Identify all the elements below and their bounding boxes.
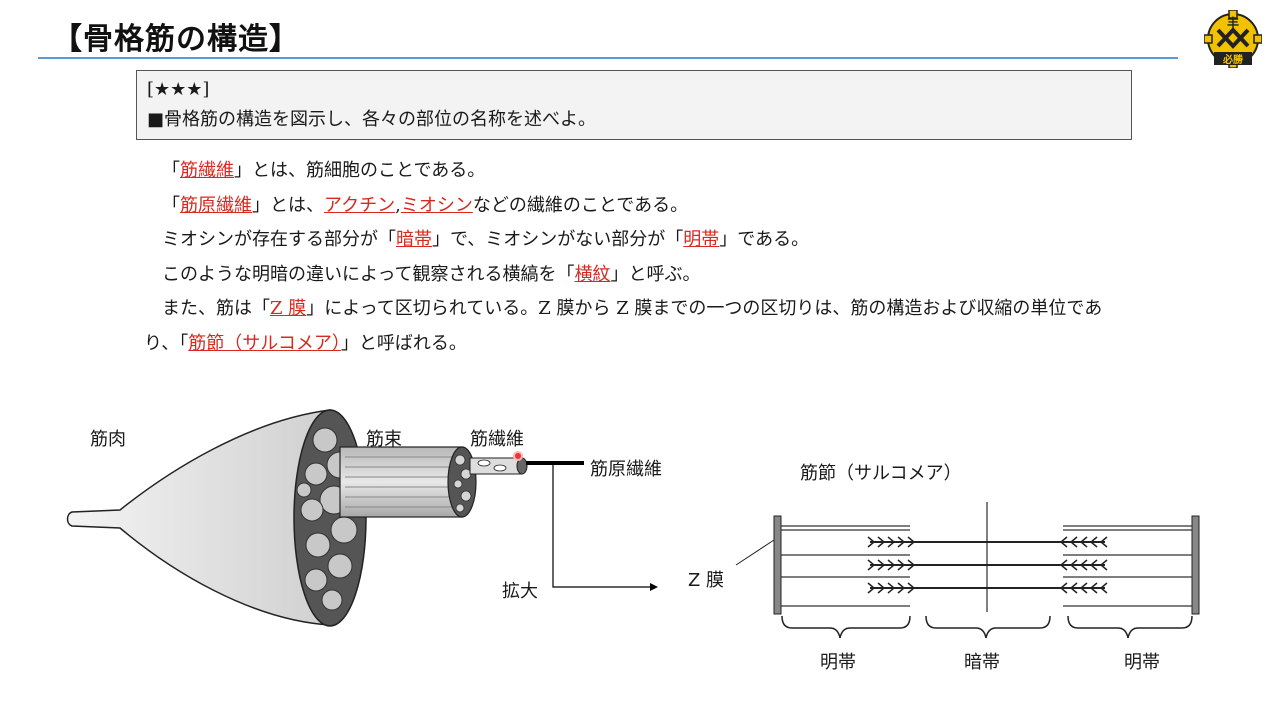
- paragraph-fiber: 「筋繊維」とは、筋細胞のことである。: [162, 160, 486, 181]
- sarcomere: [735, 502, 1200, 639]
- paragraph-zdisc: また、筋は「Z 膜」によって区切られている。Z 膜から Z 膜までの一つの区切り…: [144, 298, 1103, 354]
- hisshou-logo: 丰 必勝: [1204, 10, 1262, 68]
- muscle-fiber: [469, 451, 584, 475]
- label-myofibril: 筋原繊維: [590, 459, 662, 480]
- page-title: 【骨格筋の構造】: [52, 22, 300, 57]
- label-light-band-left: 明帯: [820, 652, 856, 673]
- keyword-actin: アクチン: [324, 194, 396, 216]
- title-underline: [38, 57, 1178, 59]
- keyword-striation: 横紋: [574, 263, 611, 285]
- label-dark-band: 暗帯: [964, 652, 1000, 673]
- paragraph-striation: このような明暗の違いによって観察される横縞を「横紋」と呼ぶ。: [162, 263, 701, 285]
- keyword-fiber: 筋繊維: [180, 160, 234, 181]
- label-light-band-right: 明帯: [1124, 652, 1160, 673]
- paragraph-bands: ミオシンが存在する部分が「暗帯」で、ミオシンがない部分が「明帯」である。: [162, 229, 810, 250]
- keyword-zdisc: Z 膜: [270, 298, 307, 319]
- keyword-light-band: 明帯: [683, 229, 720, 250]
- paragraph-myofibril: 「筋原繊維」とは、アクチン,ミオシンなどの繊維のことである。: [162, 194, 689, 216]
- muscle-bundle: [339, 446, 477, 518]
- keyword-myofibril: 筋原繊維: [180, 194, 252, 216]
- label-sarcomere: 筋節（サルコメア）: [800, 463, 962, 484]
- enlarge-arrow: [552, 465, 658, 591]
- label-fiber: 筋繊維: [470, 429, 524, 450]
- logo-top-text: 丰: [1227, 15, 1239, 30]
- label-bundle: 筋束: [366, 429, 402, 450]
- difficulty-stars: [★★★]: [147, 79, 210, 100]
- question-box: [★★★] ■骨格筋の構造を図示し、各々の部位の名称を述べよ。: [136, 70, 1132, 140]
- label-muscle: 筋肉: [90, 429, 126, 450]
- keyword-myosin: ミオシン: [400, 194, 473, 216]
- label-enlarge: 拡大: [502, 581, 538, 602]
- logo-bottom-text: 必勝: [1222, 53, 1244, 66]
- question-text: ■骨格筋の構造を図示し、各々の部位の名称を述べよ。: [147, 109, 597, 130]
- keyword-sarcomere: 筋節（サルコメア）: [188, 332, 341, 354]
- gear-icon: [1204, 10, 1262, 68]
- explanation-text: 「筋繊維」とは、筋細胞のことである。 「筋原繊維」とは、アクチン,ミオシンなどの…: [144, 154, 1134, 361]
- keyword-dark-band: 暗帯: [396, 229, 432, 250]
- label-zdisc: Z 膜: [688, 570, 725, 591]
